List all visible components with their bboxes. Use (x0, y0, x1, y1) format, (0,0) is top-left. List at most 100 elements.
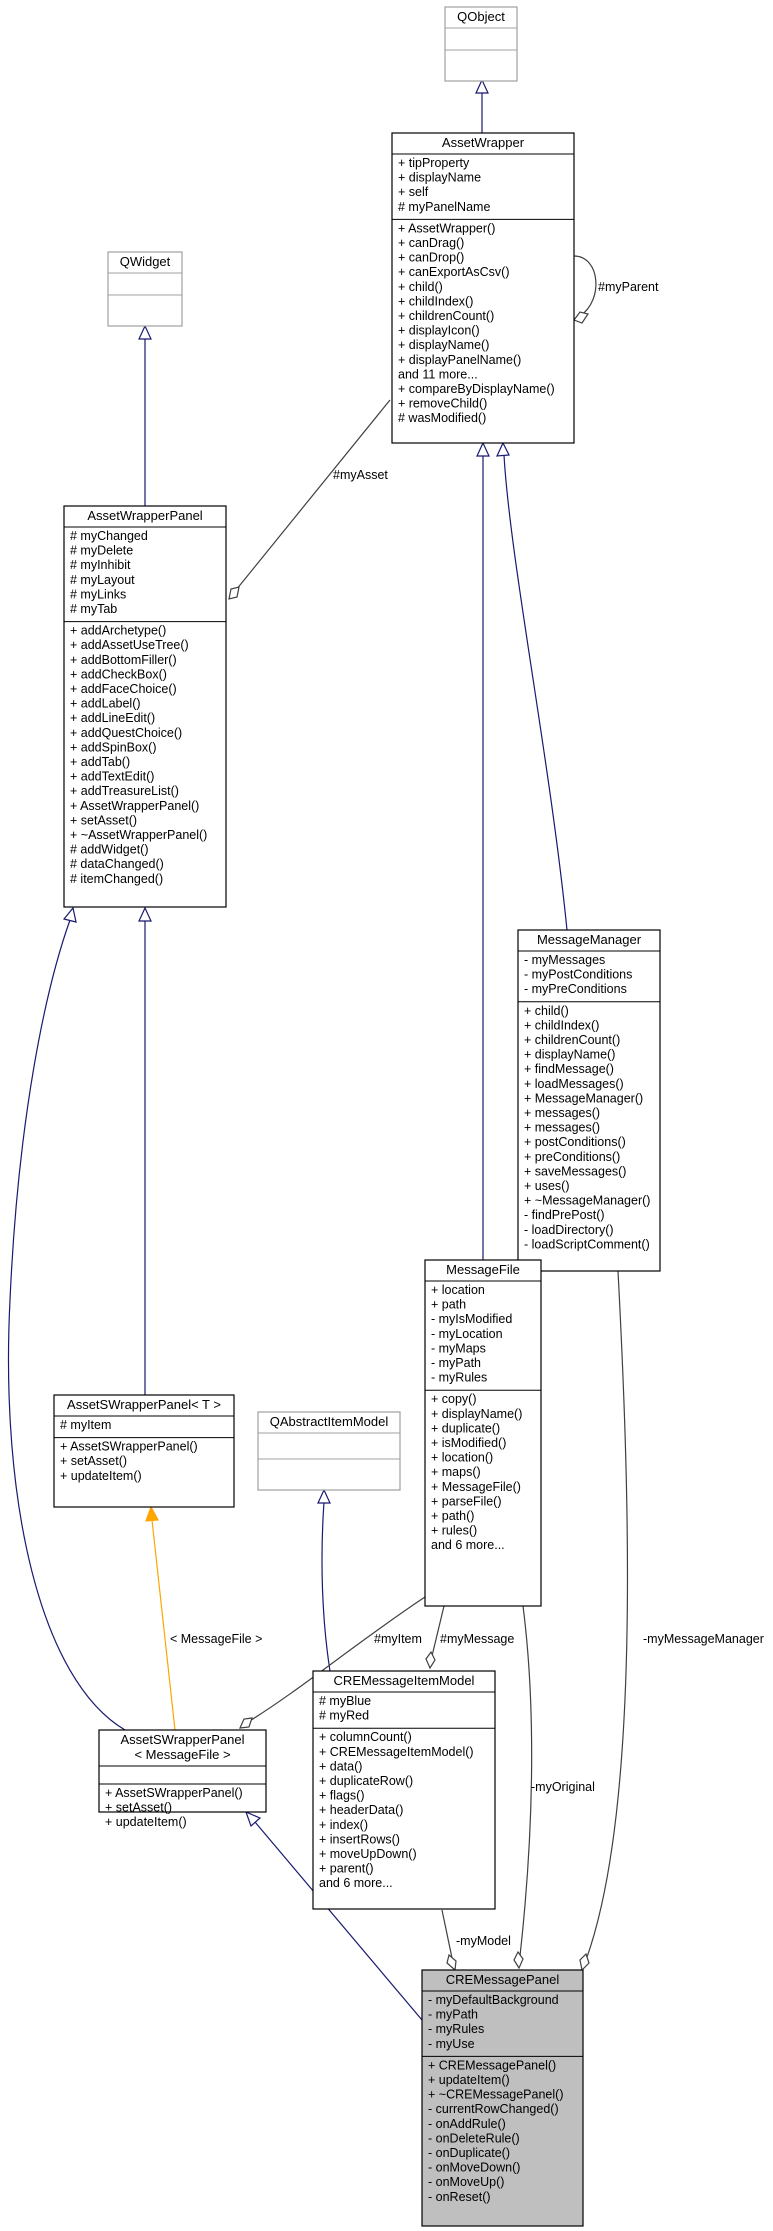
edge-messagemanager-inherits-assetwrapper (503, 454, 568, 931)
edge-cremessagepanel-inherits-assetswrapperpanel-mf (254, 1821, 423, 2021)
edge-mymessagemanager (585, 1270, 629, 1961)
class-box-assetwrapperpanel: AssetWrapperPanel # myChanged# myDelete # … (63, 505, 227, 908)
arrowhead-inheritance (138, 906, 152, 922)
class-method: + childIndex() (398, 294, 473, 308)
class-method: + ~CREMessagePanel() (428, 2088, 563, 2102)
class-method: + updateItem() (105, 1815, 187, 1829)
class-title: AssetWrapper (442, 135, 525, 150)
class-attribute: + displayName (398, 171, 481, 185)
class-attribute: - myRules (428, 2022, 484, 2036)
class-title: QWidget (120, 254, 171, 269)
class-attribute: - myPath (431, 1356, 481, 1370)
class-method: - loadDirectory() (524, 1223, 614, 1237)
class-attribute: - myLocation (431, 1327, 503, 1341)
class-attribute: # myDelete (70, 544, 133, 558)
class-method: + preConditions() (524, 1150, 620, 1164)
edge-label-mymessage: #myMessage (440, 1632, 514, 1646)
class-method: + addAssetUseTree() (70, 638, 189, 652)
class-method: + moveUpDown() (319, 1847, 417, 1861)
class-box-frame (312, 1670, 496, 1910)
class-method: + displayName() (431, 1407, 522, 1421)
class-title: CREMessagePanel (446, 1972, 560, 1987)
edge-myoriginal (519, 1605, 533, 1957)
class-method: + displayName() (524, 1048, 615, 1062)
class-attribute: # myLayout (70, 573, 135, 587)
class-method: + setAsset() (60, 1454, 127, 1468)
class-method: + AssetWrapperPanel() (70, 799, 199, 813)
class-method: + canDrop() (398, 251, 464, 265)
class-attribute: # myPanelName (398, 200, 490, 214)
class-box-frame (257, 1411, 401, 1491)
class-method: + findMessage() (524, 1062, 614, 1076)
class-method: - onDuplicate() (428, 2146, 510, 2160)
class-method: - onMoveDown() (428, 2161, 520, 2175)
class-method: + AssetSWrapperPanel() (60, 1440, 198, 1454)
class-attribute: - myMessages (524, 953, 605, 967)
edge-label-myasset: #myAsset (333, 468, 388, 482)
arrowhead-inheritance (496, 441, 510, 457)
class-method: and 6 more... (319, 1876, 393, 1890)
class-attribute: # myItem (60, 1418, 111, 1432)
class-method: + childIndex() (524, 1018, 599, 1032)
arrowhead-aggregation (446, 1953, 457, 1972)
class-method: + messages() (524, 1121, 600, 1135)
class-method: + isModified() (431, 1436, 506, 1450)
class-box-frame (517, 929, 661, 1272)
class-box-qabstractitemmodel: QAbstractItemModel (257, 1411, 401, 1491)
arrowhead-inheritance (475, 78, 489, 94)
edge-cremessageitemmodel-inherits-qabstractitemmodel (321, 1501, 331, 1672)
arrowhead-aggregation (425, 1650, 436, 1670)
class-method: + duplicateRow() (319, 1774, 413, 1788)
class-method: + compareByDisplayName() (398, 382, 555, 396)
class-box-cremessagepanel: CREMessagePanel - myDefaultBackground - my… (421, 1969, 584, 2227)
class-attribute: - myDefaultBackground (428, 1993, 559, 2007)
class-attribute: # myLinks (70, 587, 126, 601)
class-method: + childrenCount() (398, 309, 494, 323)
edge-mymessage (431, 1605, 445, 1657)
class-attribute: - myRules (431, 1371, 487, 1385)
class-method: + duplicate() (431, 1421, 500, 1435)
class-method: + MessageFile() (431, 1480, 521, 1494)
class-title: AssetWrapperPanel (87, 508, 202, 523)
class-box-frame (98, 1729, 267, 1813)
edge-mymodel (441, 1909, 453, 1959)
class-attribute: - myPreConditions (524, 982, 627, 996)
class-box-frame (53, 1394, 235, 1508)
class-attribute: # myRed (319, 1709, 369, 1723)
edge-label-mymodel: -myModel (456, 1934, 511, 1948)
class-attribute: + path (431, 1298, 466, 1312)
class-box-assetwrapper: AssetWrapper + tipProperty+ displayName + … (391, 132, 575, 444)
class-attribute: - myIsModified (431, 1312, 512, 1326)
class-method: + AssetSWrapperPanel() (105, 1786, 243, 1800)
class-method: + uses() (524, 1179, 570, 1193)
arrowhead-aggregation (573, 311, 589, 324)
class-method: + data() (319, 1759, 362, 1773)
class-method: - findPrePost() (524, 1208, 605, 1222)
class-method: + parent() (319, 1862, 374, 1876)
class-method: + ~AssetWrapperPanel() (70, 828, 207, 842)
class-method: + MessageManager() (524, 1091, 643, 1105)
class-box-assetswrapperpanel_mf: AssetSWrapperPanel< MessageFile >+ Asset… (98, 1729, 267, 1829)
class-method: + addLabel() (70, 697, 141, 711)
class-method: + messages() (524, 1106, 600, 1120)
class-title: CREMessageItemModel (334, 1673, 475, 1688)
class-method: + setAsset() (105, 1801, 172, 1815)
class-method: + path() (431, 1509, 474, 1523)
class-attribute: + tipProperty (398, 156, 470, 170)
class-method: - onDeleteRule() (428, 2131, 520, 2145)
class-method: + postConditions() (524, 1135, 626, 1149)
arrowhead-inheritance (317, 1488, 331, 1504)
class-attribute: # myChanged (70, 529, 148, 543)
class-method: # addWidget() (70, 843, 149, 857)
class-attribute: - myUse (428, 2037, 475, 2051)
class-method: + updateItem() (60, 1469, 142, 1483)
class-method: + copy() (431, 1392, 477, 1406)
arrowhead-inheritance (476, 441, 490, 457)
class-method: + removeChild() (398, 397, 487, 411)
class-method: + addTextEdit() (70, 770, 154, 784)
class-method: + AssetWrapper() (398, 221, 495, 235)
class-method: - onAddRule() (428, 2117, 506, 2131)
class-method: + ~MessageManager() (524, 1194, 650, 1208)
class-method: + location() (431, 1451, 493, 1465)
